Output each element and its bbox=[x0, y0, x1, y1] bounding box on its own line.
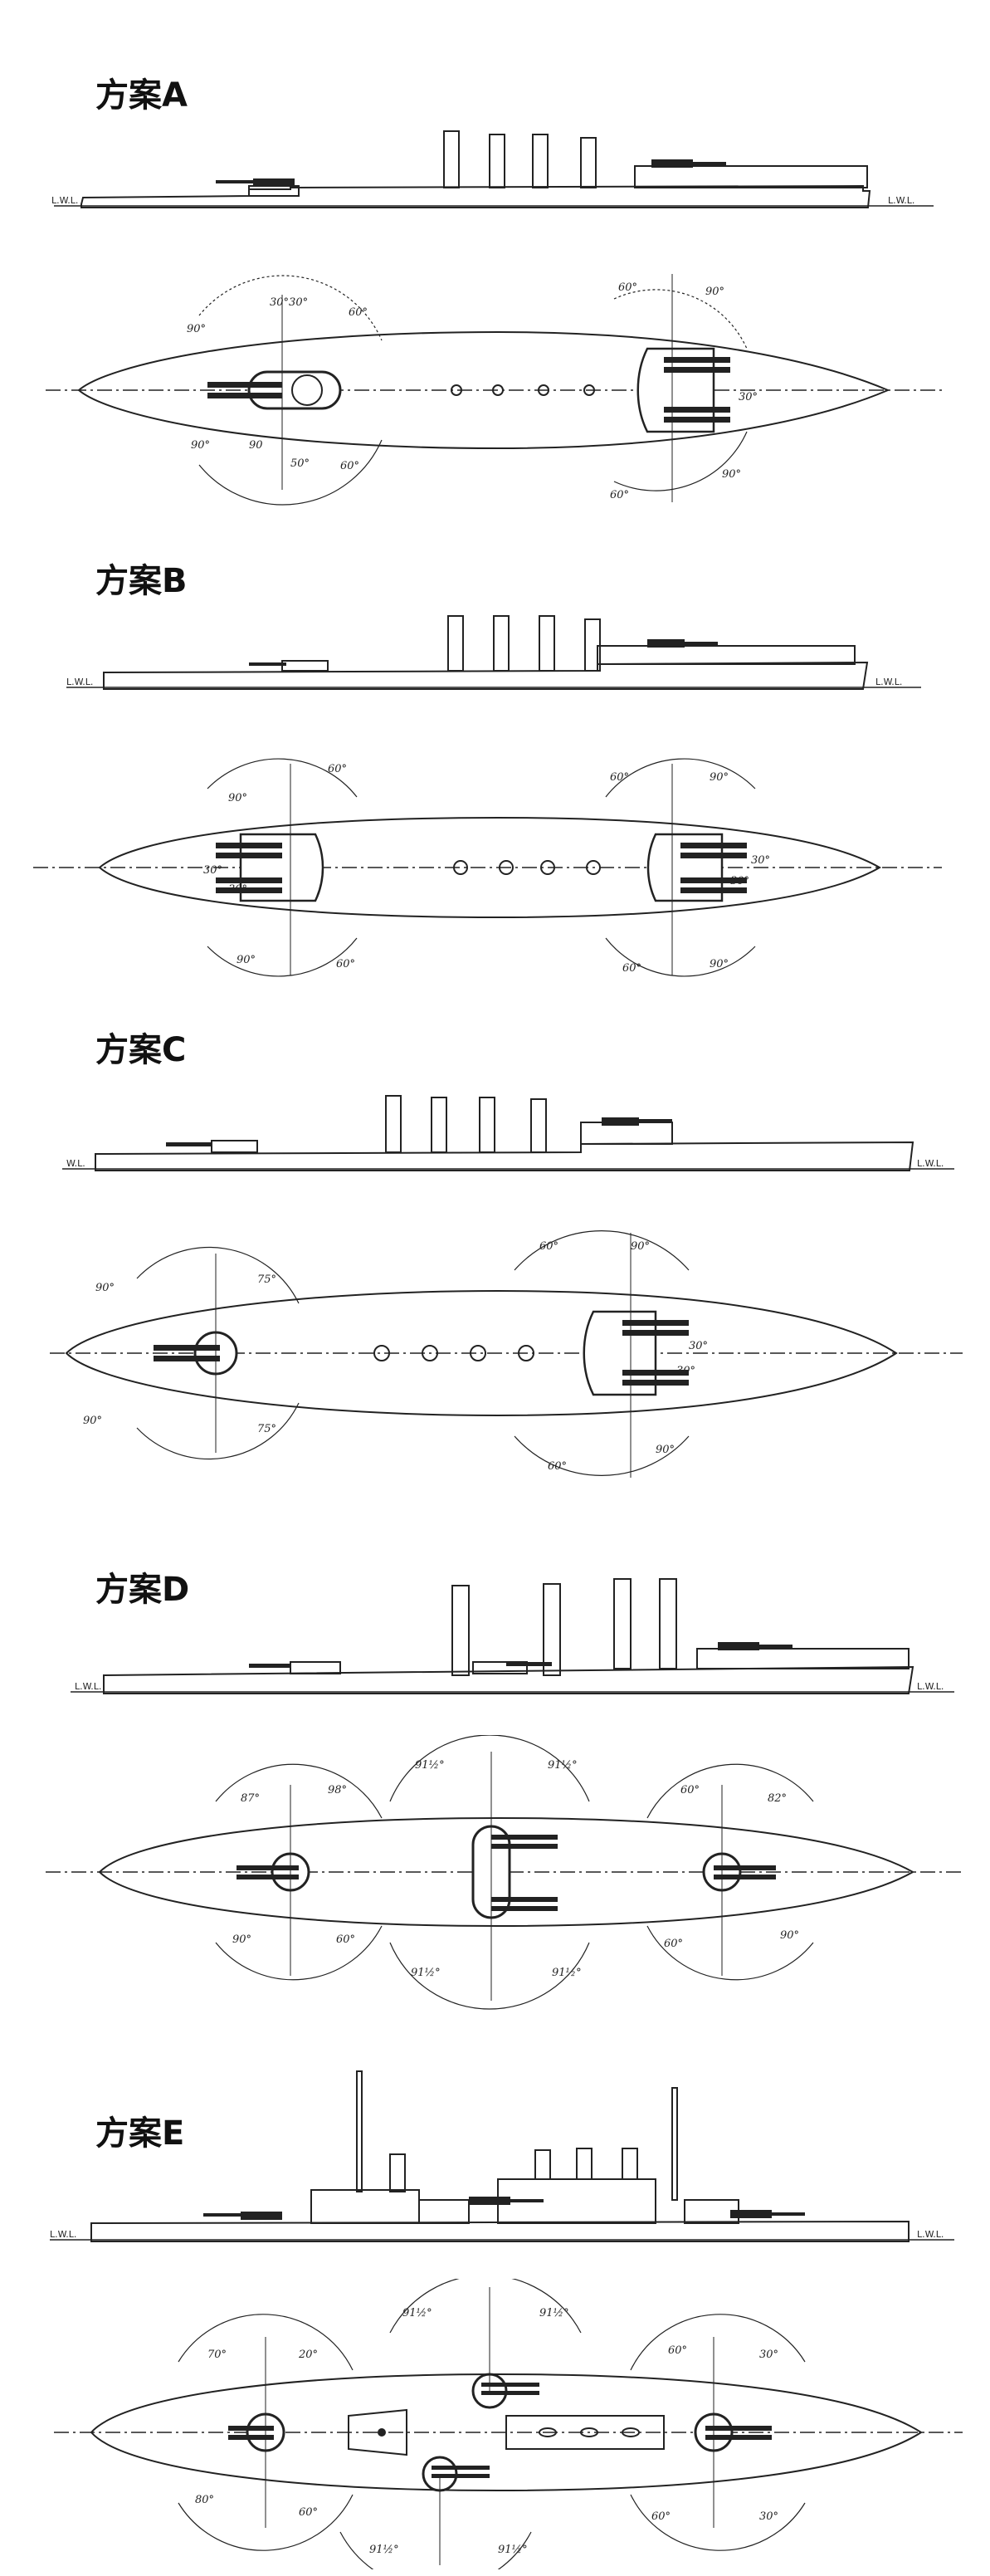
plan-d-angle-6: 91½° bbox=[548, 1759, 578, 1772]
plan-a-angle-5: 60° bbox=[349, 306, 368, 319]
plan-b-angle-1: 90° bbox=[228, 792, 247, 804]
plan-b-angle-7: 60° bbox=[610, 771, 629, 784]
plan-e-angle-9: 60° bbox=[668, 2344, 687, 2357]
plan-e-profile: L.W.L. L.W.L. bbox=[50, 2070, 954, 2242]
plan-d-angle-4: 60° bbox=[336, 1933, 355, 1946]
plan-c-lwl-left: W.L. bbox=[66, 1158, 85, 1169]
plan-b-lwl-left: L.W.L. bbox=[66, 677, 93, 687]
plan-b-angle-10: 30° bbox=[730, 875, 749, 887]
plan-b-angle-2: 60° bbox=[328, 763, 347, 775]
plan-d-angle-7: 91½° bbox=[411, 1967, 441, 1979]
plan-e-title: 方案E bbox=[95, 2114, 185, 2153]
plan-a-angle-6: 50° bbox=[290, 457, 310, 470]
plan-c-title: 方案C bbox=[95, 1031, 187, 1069]
plan-c-angle-7: 30° bbox=[689, 1340, 708, 1352]
plan-a-lwl-left: L.W.L. bbox=[51, 195, 78, 206]
plan-d-angle-9: 60° bbox=[680, 1784, 700, 1796]
plan-a-angle-10: 30° bbox=[739, 391, 758, 403]
plan-d-angle-1: 87° bbox=[241, 1792, 260, 1805]
plan-e-angle-12: 30° bbox=[759, 2510, 778, 2523]
plan-b-lwl-right: L.W.L. bbox=[875, 677, 902, 687]
plan-a-angle-2: 90 bbox=[249, 439, 263, 452]
plan-c-angle-8: 30° bbox=[676, 1365, 695, 1377]
plan-c-angle-4: 75° bbox=[257, 1423, 276, 1435]
plan-e-angle-4: 60° bbox=[299, 2506, 318, 2519]
plan-e-lwl-left: L.W.L. bbox=[50, 2229, 76, 2240]
plan-a-lwl-right: L.W.L. bbox=[888, 195, 914, 206]
plan-e-angle-3: 80° bbox=[195, 2494, 214, 2506]
plan-b-profile: L.W.L. L.W.L. bbox=[66, 615, 921, 690]
plan-a-deck-plan: 90° 90 90° 30°30° 60° 50° 60° 60° 90° 30… bbox=[46, 274, 942, 506]
plan-a-angle-12: 90° bbox=[722, 468, 741, 481]
plan-e-angle-5: 91½° bbox=[402, 2307, 432, 2319]
plan-c-angle-9: 60° bbox=[548, 1460, 567, 1473]
plan-b-title: 方案B bbox=[95, 562, 188, 600]
plan-c-profile: W.L. L.W.L. bbox=[62, 1095, 954, 1171]
plan-d-profile: L.W.L. L.W.L. bbox=[71, 1578, 954, 1694]
plan-d-angle-2: 98° bbox=[328, 1784, 347, 1796]
plan-b-angle-6: 60° bbox=[336, 958, 355, 970]
plan-d-angle-12: 90° bbox=[780, 1929, 799, 1942]
plan-a-angle-3: 90° bbox=[191, 439, 210, 452]
plan-c-deck-plan: 90° 75° 90° 75° 60° 90° 30° 30° 60° 90° bbox=[50, 1230, 963, 1478]
plan-e-angle-7: 91½° bbox=[369, 2544, 399, 2556]
plan-d-deck-plan: 87° 98° 90° 60° 91½° 91½° 91½° 91½° 60° … bbox=[46, 1735, 963, 2010]
plan-e-lwl-right: L.W.L. bbox=[917, 2229, 944, 2240]
plan-c-angle-10: 90° bbox=[656, 1444, 675, 1456]
plan-e-deck-plan: 70° 20° 80° 60° 91½° 91½° 91½° 91½° 60° … bbox=[54, 2279, 963, 2569]
plan-a-profile: L.W.L. L.W.L. bbox=[51, 130, 934, 208]
plan-b-angle-11: 60° bbox=[622, 962, 641, 975]
plan-e-angle-1: 70° bbox=[207, 2349, 227, 2361]
plan-d-title: 方案D bbox=[95, 1571, 190, 1609]
plan-b-angle-12: 90° bbox=[710, 958, 729, 970]
plan-e-angle-10: 30° bbox=[759, 2349, 778, 2361]
plan-a-angle-1: 90° bbox=[187, 323, 206, 335]
plan-a-angle-7: 60° bbox=[340, 460, 359, 472]
plan-e-angle-11: 60° bbox=[651, 2510, 671, 2523]
plan-d-angle-8: 91½° bbox=[552, 1967, 582, 1979]
plan-d-lwl-right: L.W.L. bbox=[917, 1681, 944, 1692]
plan-a-title: 方案A bbox=[95, 76, 188, 115]
plan-d-angle-11: 60° bbox=[664, 1938, 683, 1950]
plan-a-angle-8: 60° bbox=[618, 281, 637, 294]
plan-e-angle-8: 91½° bbox=[498, 2544, 528, 2556]
plan-d-angle-5: 91½° bbox=[415, 1759, 445, 1772]
plan-a-angle-9: 90° bbox=[705, 286, 724, 298]
plan-b-angle-8: 90° bbox=[710, 771, 729, 784]
plan-d-angle-3: 90° bbox=[232, 1933, 251, 1946]
plan-b-deck-plan: 90° 60° 30° 30° 90° 60° 60° 90° 30° 30° … bbox=[33, 758, 942, 977]
plan-c-angle-5: 60° bbox=[539, 1240, 558, 1253]
plan-c-lwl-right: L.W.L. bbox=[917, 1158, 944, 1169]
plan-d-lwl-left: L.W.L. bbox=[75, 1681, 101, 1692]
plan-c-angle-1: 90° bbox=[95, 1282, 115, 1294]
plan-e-angle-6: 91½° bbox=[539, 2307, 569, 2319]
plan-c-angle-3: 90° bbox=[83, 1415, 102, 1427]
plan-b-angle-4: 30° bbox=[228, 883, 247, 896]
plan-e-angle-2: 20° bbox=[298, 2349, 318, 2361]
plan-b-angle-5: 90° bbox=[237, 954, 256, 966]
plan-b-angle-9: 30° bbox=[751, 854, 770, 867]
plan-b-angle-3: 30° bbox=[203, 864, 222, 877]
plan-c-angle-2: 75° bbox=[257, 1273, 276, 1286]
plan-d-angle-10: 82° bbox=[768, 1792, 787, 1805]
plan-a-angle-11: 60° bbox=[610, 489, 629, 501]
plan-c-angle-6: 90° bbox=[631, 1240, 650, 1253]
plan-a-angle-4: 30°30° bbox=[270, 296, 308, 309]
